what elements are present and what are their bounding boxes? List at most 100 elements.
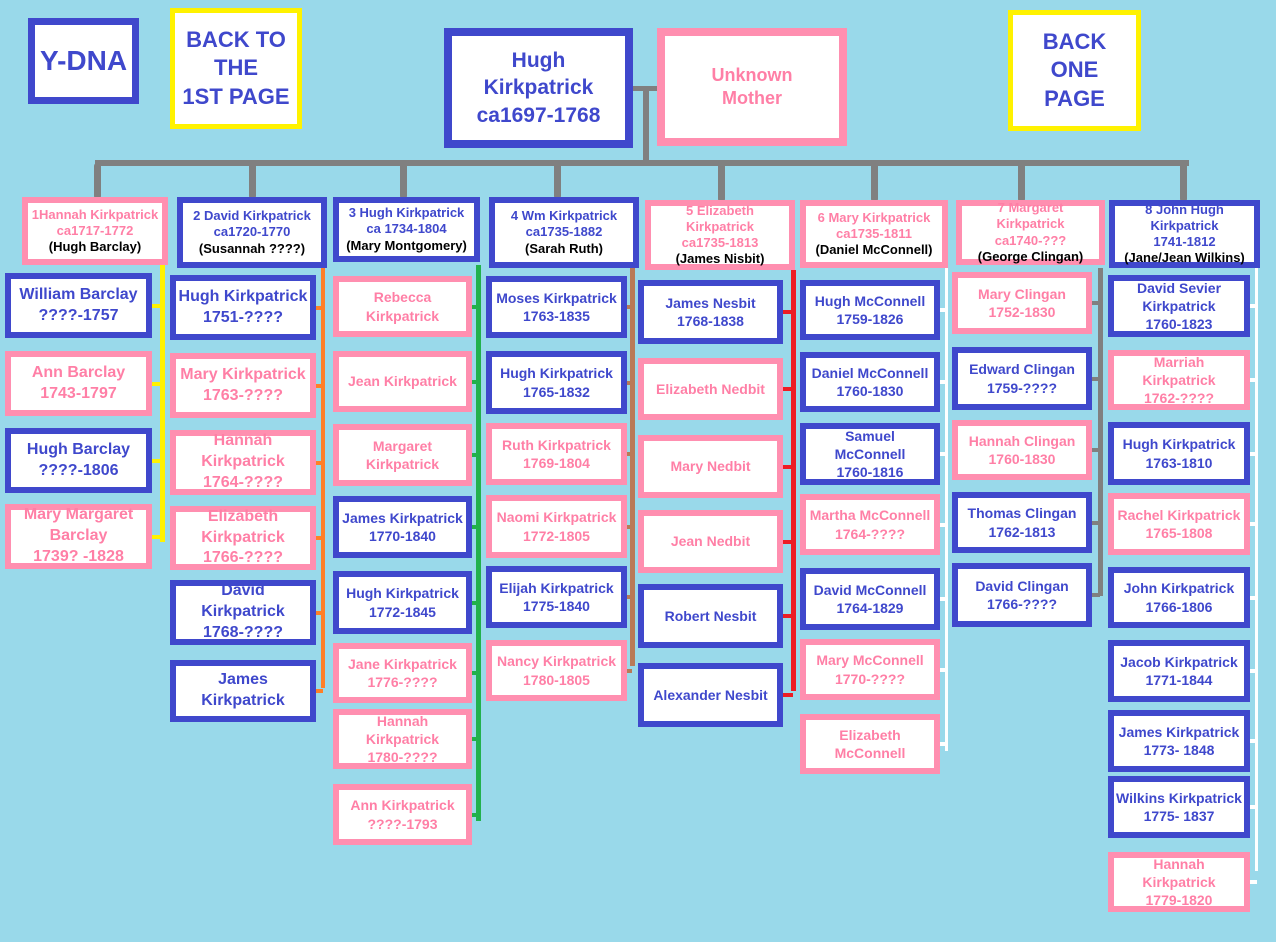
- child-dates: 1763-1810: [1145, 454, 1213, 471]
- parent-name: 5 Elizabeth Kirkpatrick: [686, 202, 754, 234]
- child-dates: 1743-1797: [40, 384, 117, 402]
- child-name: Samuel McConnell: [834, 427, 906, 462]
- root-mother[interactable]: Unknown Mother: [657, 28, 847, 146]
- child-name: Rebecca Kirkpatrick: [365, 289, 440, 324]
- connector: [314, 305, 323, 310]
- child-dates: 1739? -1828: [33, 547, 124, 565]
- parent-dates: ca1735-1811: [836, 225, 912, 241]
- child-box[interactable]: Jean Kirkpatrick: [333, 351, 472, 412]
- connector: [1248, 669, 1257, 673]
- connector: [150, 534, 162, 539]
- child-box[interactable]: James Kirkpatrick: [170, 660, 316, 722]
- y-dna-button[interactable]: Y-DNA: [28, 18, 139, 104]
- connector: [938, 597, 947, 601]
- child-dates: 1768-????: [202, 623, 283, 641]
- parent-name: 4 Wm Kirkpatrick: [510, 208, 618, 224]
- connector: [938, 452, 947, 456]
- child-name: Ruth Kirkpatrick: [502, 436, 611, 453]
- back-one-page-button[interactable]: BACK ONE PAGE: [1008, 10, 1141, 131]
- child-box[interactable]: Elizabeth McConnell: [800, 714, 940, 774]
- connector: [150, 303, 162, 308]
- child-box[interactable]: Robert Nesbit: [638, 584, 783, 648]
- child-dates: 1764-????: [834, 525, 905, 542]
- child-dates: 1764-1829: [836, 600, 904, 616]
- spouse-name: (Jane/Jean Wilkins): [1124, 250, 1245, 266]
- spouse-name: (Mary Montgomery): [346, 237, 467, 253]
- child-box[interactable]: Elizabeth Nedbit: [638, 358, 783, 420]
- connector: [781, 310, 793, 314]
- connector: [625, 305, 632, 309]
- child-box[interactable]: Mary Nedbit: [638, 435, 783, 498]
- child-box[interactable]: Margaret Kirkpatrick: [333, 424, 472, 486]
- child-box[interactable]: Rebecca Kirkpatrick: [333, 276, 472, 337]
- child-name: Hannah Clingan: [968, 432, 1076, 449]
- child-dates: 1759-????: [986, 379, 1057, 396]
- spouse-name: (Hugh Barclay): [48, 239, 142, 255]
- label: BACK TO THE: [186, 26, 286, 81]
- child-name: Jean Nedbit: [670, 533, 751, 550]
- label: BACK ONE PAGE: [1042, 28, 1107, 111]
- child-box[interactable]: Ann Kirkpatrick????-1793: [333, 784, 472, 845]
- child-box[interactable]: William Barclay????-1757: [5, 273, 152, 338]
- connector: [470, 453, 478, 457]
- child-name: Elizabeth McConnell: [834, 726, 906, 761]
- child-dates: 1770-????: [834, 670, 905, 687]
- child-name: William Barclay: [19, 285, 138, 303]
- child-dates: 1780-????: [367, 749, 438, 766]
- child-box[interactable]: Hugh Barclay????-1806: [5, 428, 152, 493]
- child-box[interactable]: Jean Nedbit: [638, 510, 783, 573]
- connector: [630, 268, 635, 666]
- child-name: Naomi Kirkpatrick: [496, 509, 617, 526]
- child-box[interactable]: Alexander Nesbit: [638, 663, 783, 727]
- connector: [643, 86, 649, 166]
